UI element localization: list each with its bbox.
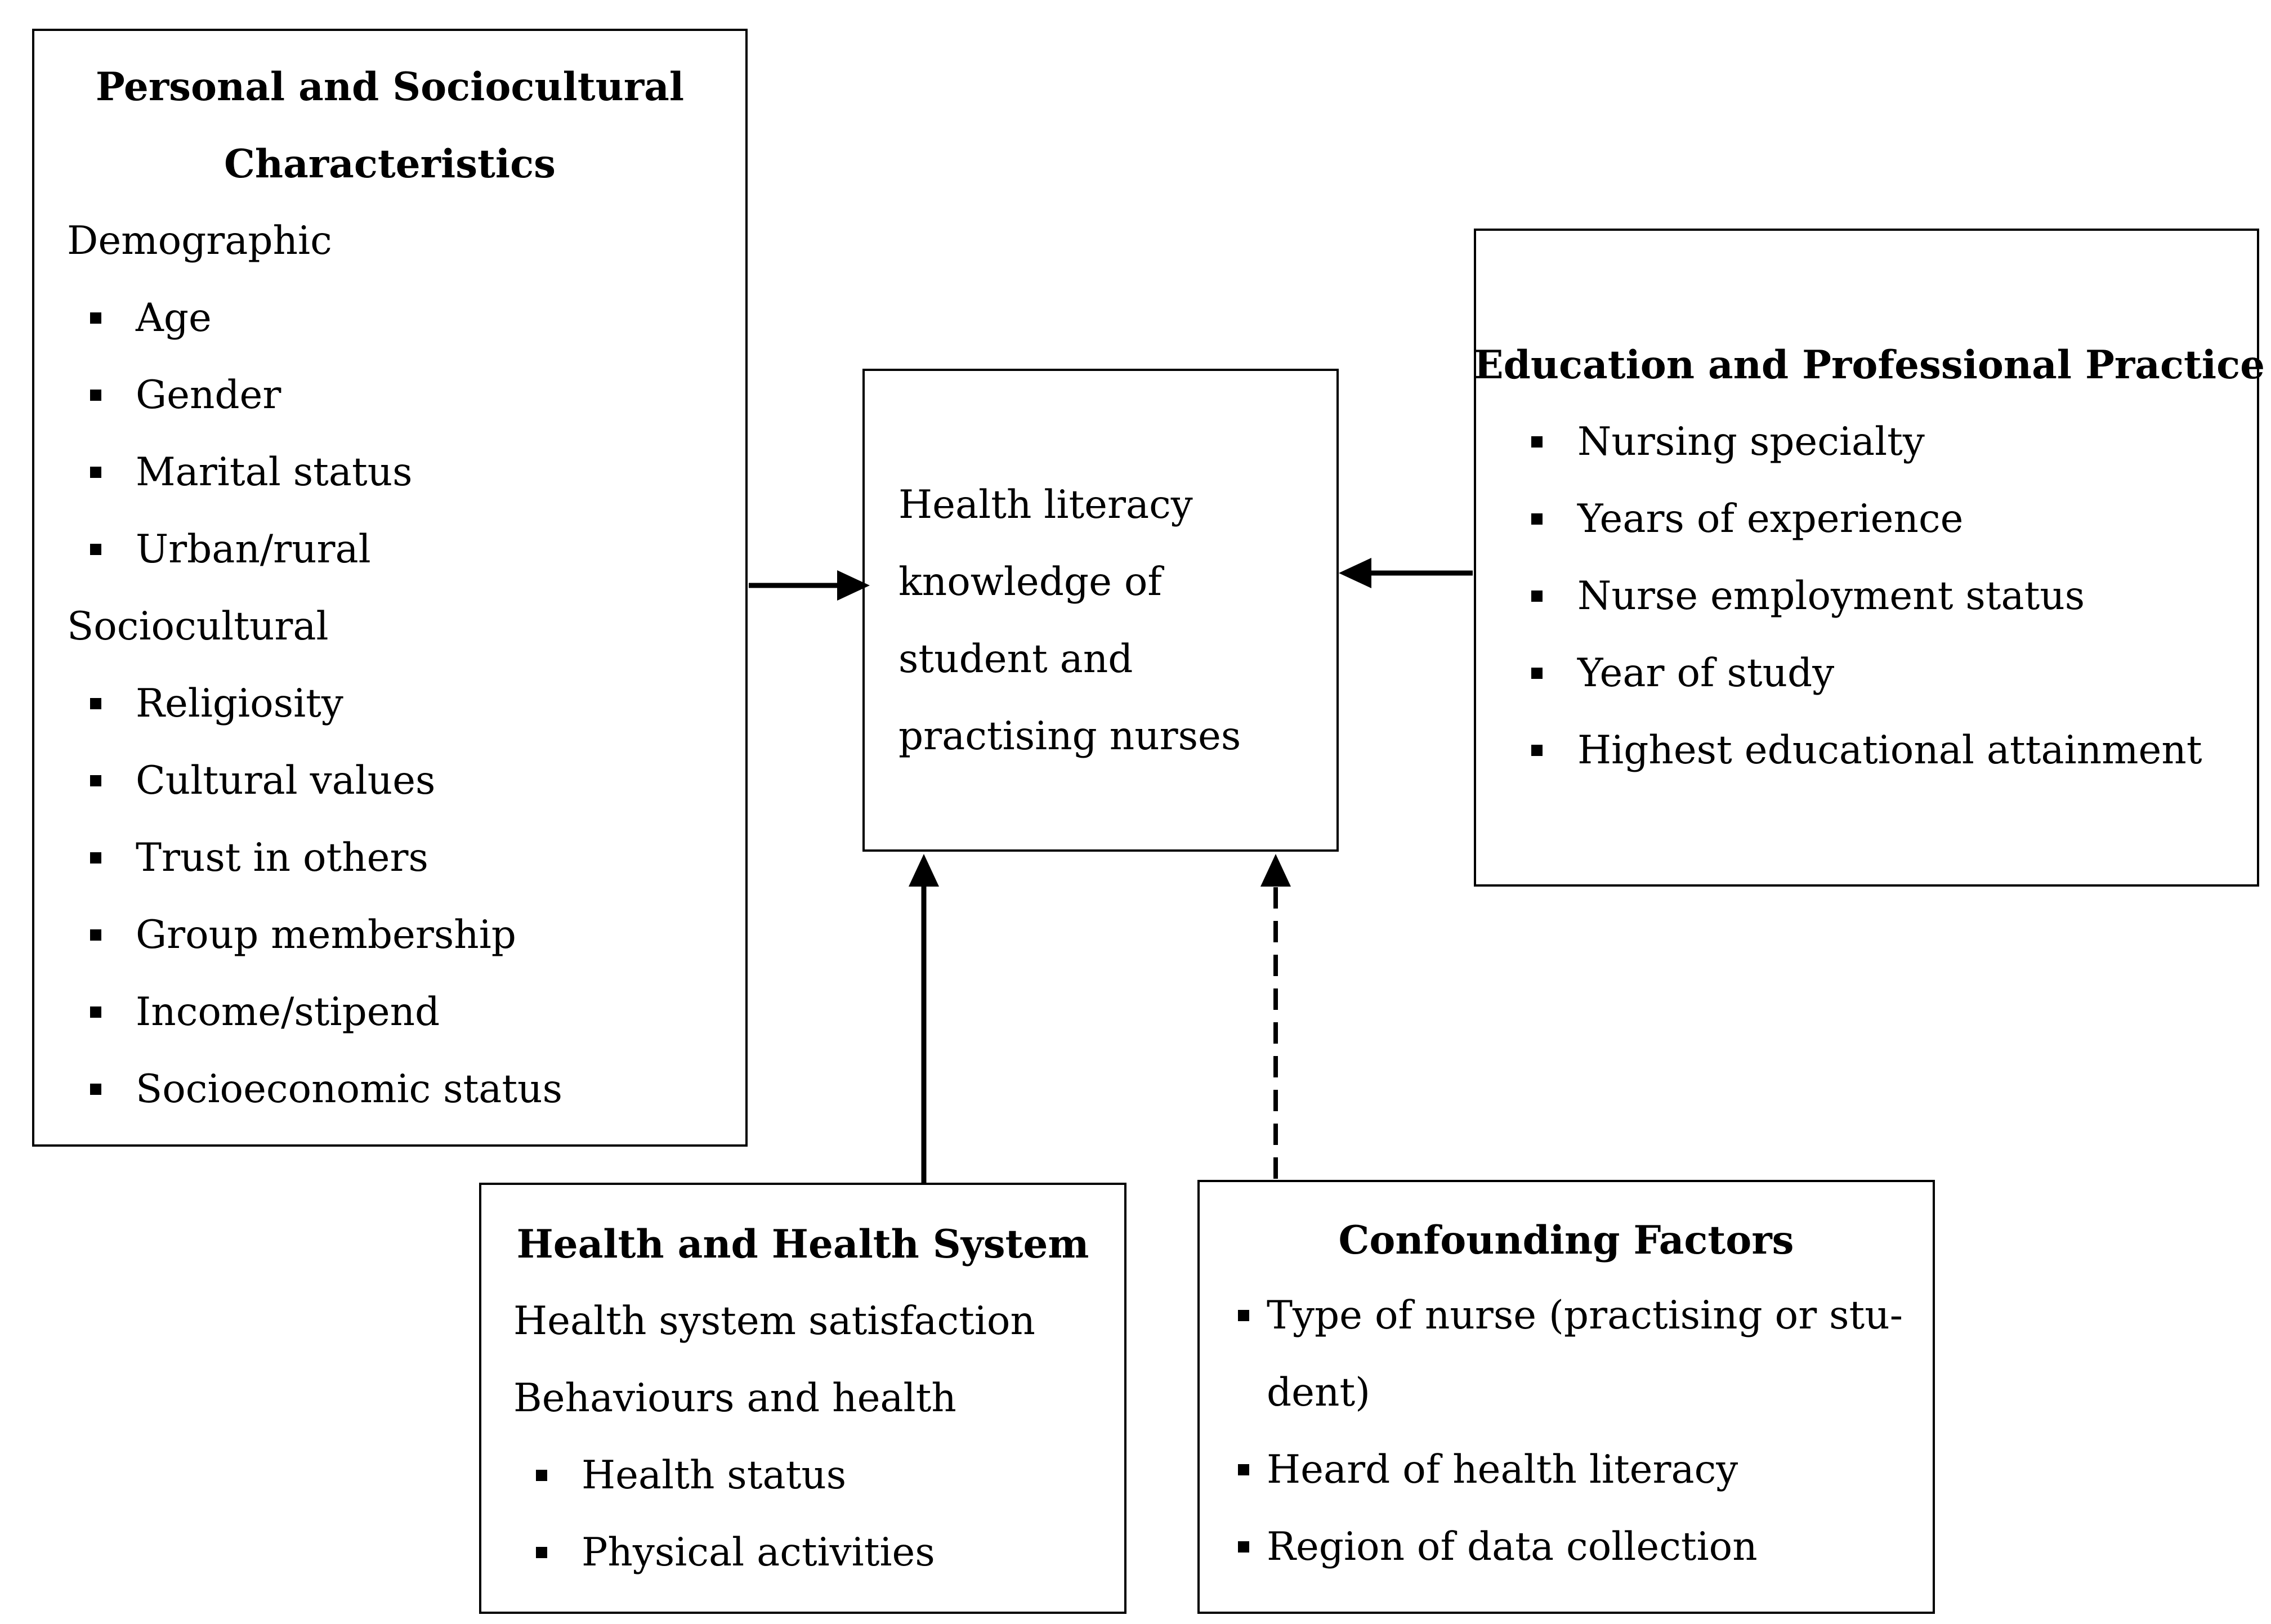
bullet-marker [90, 1084, 101, 1095]
arrowhead-personal [837, 570, 870, 601]
confounding-item-type-line2: dent) [1267, 1370, 1371, 1415]
sociocultural-item-ses: Socioeconomic status [136, 1067, 562, 1112]
center-line-1: Health literacy [898, 482, 1193, 527]
sociocultural-label: Sociocultural [67, 604, 329, 649]
health-system-box [479, 1183, 1126, 1614]
sociocultural-item-religiosity: Religiosity [136, 681, 343, 726]
education-item-attainment: Highest educational attainment [1577, 728, 2202, 773]
health-item-activities: Physical activities [582, 1530, 935, 1575]
confounding-title: Confounding Factors [1338, 1218, 1794, 1263]
center-line-3: student and [898, 637, 1133, 682]
health-title: Health and Health System [516, 1222, 1089, 1267]
bullet-marker [1238, 1310, 1249, 1321]
demographic-item-gender: Gender [136, 373, 281, 418]
confounding-item-type-line1: Type of nurse (practising or stu- [1267, 1293, 1903, 1338]
bullet-marker [90, 544, 101, 555]
sociocultural-item-income: Income/stipend [136, 990, 440, 1035]
personal-title-line2: Characteristics [224, 141, 556, 187]
education-item-year: Year of study [1577, 651, 1835, 696]
bullet-marker [90, 1006, 101, 1018]
arrowhead-confounding [1260, 854, 1291, 887]
bullet-marker [1531, 513, 1543, 525]
sociocultural-item-trust: Trust in others [136, 835, 428, 880]
bullet-marker [1531, 668, 1543, 679]
bullet-marker [90, 698, 101, 709]
bullet-marker [1531, 590, 1543, 602]
bullet-marker [1531, 436, 1543, 448]
bullet-marker [1238, 1541, 1249, 1553]
sociocultural-item-group: Group membership [136, 912, 516, 958]
demographic-item-age: Age [136, 296, 212, 341]
education-item-experience: Years of experience [1577, 496, 1964, 542]
education-item-employment: Nurse employment status [1577, 574, 2085, 619]
demographic-item-urban: Urban/rural [136, 527, 371, 572]
bullet-marker [90, 467, 101, 478]
education-practice-box [1474, 229, 2259, 887]
health-item-status: Health status [582, 1453, 847, 1498]
health-literacy-box [862, 369, 1339, 852]
bullet-marker [1531, 745, 1543, 756]
bullet-marker [90, 929, 101, 941]
confounding-item-heard: Heard of health literacy [1267, 1447, 1738, 1492]
education-title: Education and Professional Practice [1474, 342, 2265, 388]
health-line-behaviours: Behaviours and health [513, 1376, 956, 1421]
confounding-item-region: Region of data collection [1267, 1524, 1758, 1569]
personal-title-line1: Personal and Sociocultural [95, 64, 685, 110]
confounding-factors-box [1197, 1180, 1935, 1614]
arrowhead-education [1339, 558, 1371, 588]
bullet-marker [90, 312, 101, 324]
bullet-marker [536, 1470, 547, 1481]
demographic-label: Demographic [67, 218, 332, 263]
center-line-4: practising nurses [898, 714, 1241, 759]
bullet-marker [536, 1547, 547, 1558]
bullet-marker [90, 390, 101, 401]
sociocultural-item-cultural: Cultural values [136, 758, 436, 803]
health-line-satisfaction: Health system satisfaction [513, 1299, 1035, 1344]
education-item-specialty: Nursing specialty [1577, 419, 1925, 464]
bullet-marker [90, 852, 101, 864]
arrowhead-health [909, 854, 939, 887]
personal-sociocultural-box [32, 29, 748, 1147]
center-line-2: knowledge of [898, 560, 1162, 605]
bullet-marker [1238, 1464, 1249, 1475]
bullet-marker [90, 775, 101, 786]
demographic-item-marital: Marital status [136, 450, 413, 495]
